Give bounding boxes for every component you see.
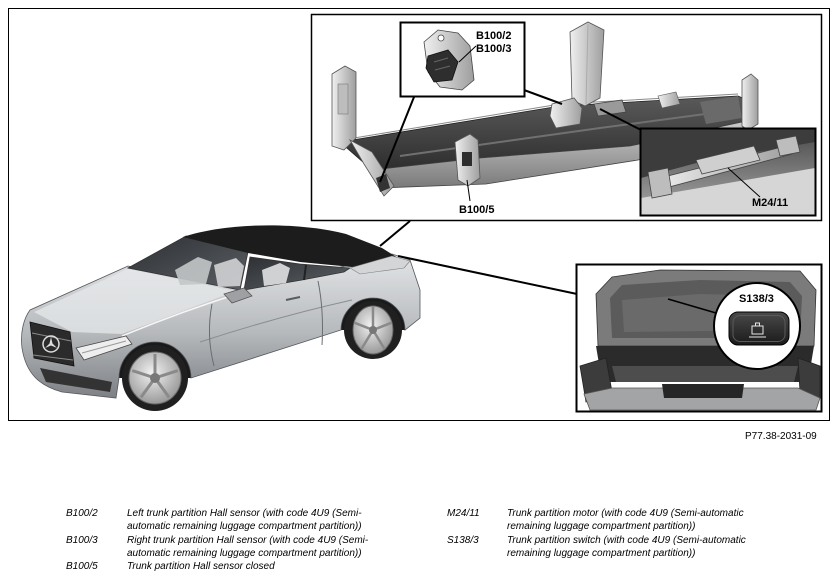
grille-bar: [31, 332, 72, 342]
zoom-lower-band: [641, 168, 815, 215]
legend-desc-line: Trunk partition switch (with code 4U9 (S…: [507, 535, 746, 546]
tray-end-piece: [700, 96, 742, 124]
left-post-slot: [337, 83, 349, 115]
leader-s138-3: [667, 298, 717, 314]
connector-box-to-motor: [599, 108, 642, 131]
legend-code-s138-3: S138/3: [447, 535, 479, 546]
zoom-right-bracket: [775, 135, 801, 157]
legend-code-b100-3: B100/3: [66, 535, 98, 546]
rear-bumper: [583, 387, 821, 411]
rear-hub: [369, 326, 377, 334]
leader-b100-2-3: [458, 45, 477, 63]
emblem-star: [45, 337, 57, 348]
soft-top-roof: [183, 225, 398, 267]
vehicle-illustration: [21, 225, 421, 411]
closed-hall-sensor: [462, 152, 472, 166]
connector-inset-to-vehicle: [379, 220, 411, 247]
callout-m24-11: M24/11: [752, 197, 788, 209]
symbol-handle: [755, 322, 760, 326]
trunk-inset: S138/3: [575, 263, 823, 413]
door-handle: [285, 296, 301, 301]
rear-wheel: [344, 301, 402, 359]
lower-air-intake: [40, 368, 112, 392]
b-pillar: [303, 264, 307, 281]
legend-desc-b100-2: Left trunk partition Hall sensor (with c…: [127, 507, 362, 533]
switch-bezel: [732, 315, 786, 342]
partition-assembly-inset: B100/5 B100/2 B100/3 M24/11: [310, 13, 823, 222]
front-wheel: [122, 345, 188, 411]
sensor-connector: [425, 49, 459, 83]
leader-m24-11: [727, 167, 761, 198]
front-hub: [150, 373, 160, 383]
partition-motor: [593, 99, 627, 117]
legend-desc-line: remaining luggage compartment partition)…: [507, 548, 696, 559]
sensor-detail-box: B100/2 B100/3: [399, 21, 526, 98]
right-hall-sensor-bracket: [549, 97, 583, 129]
callout-b100-5: B100/5: [459, 204, 494, 216]
mercedes-star-emblem: [42, 335, 60, 353]
callout-b100-3: B100/3: [476, 43, 511, 55]
legend-desc-line: remaining luggage compartment partition)…: [507, 521, 696, 532]
connector-box-to-right-sensor: [523, 89, 563, 105]
headlight: [75, 335, 133, 361]
connector-box-to-left-sensor: [379, 96, 415, 183]
legend-code-b100-2: B100/2: [66, 508, 98, 519]
legend-desc-line: automatic remaining luggage compartment …: [127, 521, 362, 532]
legend-desc-line: Left trunk partition Hall sensor (with c…: [127, 508, 362, 519]
legend-desc-line: automatic remaining luggage compartment …: [127, 548, 362, 559]
trunk-partition-symbol-icon: [749, 322, 766, 338]
motor-detail-border: [639, 127, 817, 217]
right-post: [741, 73, 759, 131]
rear-seat: [262, 263, 290, 286]
connector-pin: [434, 65, 451, 71]
side-mirror: [223, 287, 253, 304]
trunk-inset-border: [575, 263, 823, 413]
figure-illustration: B100/5 B100/2 B100/3 M24/11: [8, 8, 830, 421]
legend-desc-line: Trunk partition Hall sensor closed: [127, 561, 275, 572]
symbol-luggage: [751, 325, 764, 335]
hood-highlight: [34, 269, 236, 334]
legend-code-m24-11: M24/11: [447, 508, 480, 519]
leader-b100-5: [466, 179, 471, 202]
left-hall-sensor: [376, 174, 390, 192]
connector-pin: [433, 57, 449, 63]
rear-door-line: [317, 280, 323, 346]
legend-desc-m24-11: Trunk partition motor (with code 4U9 (Se…: [507, 507, 744, 533]
legend-desc-b100-3: Right trunk partition Hall sensor (with …: [127, 534, 368, 560]
zoom-motor-body: [695, 145, 761, 175]
legend-code-b100-5: B100/5: [66, 561, 98, 572]
trunk-partition-switch: [728, 311, 790, 346]
sensor-mount-hole: [437, 34, 445, 42]
figure-code: P77.38-2031-09: [745, 431, 817, 442]
bracket-edge: [585, 23, 589, 105]
legend-desc-line: Right trunk partition Hall sensor (with …: [127, 535, 369, 546]
front-seat-right: [175, 257, 212, 285]
motor-detail-box: M24/11: [639, 127, 817, 217]
legend-desc-s138-3: Trunk partition switch (with code 4U9 (S…: [507, 534, 746, 560]
license-plate-recess: [662, 384, 744, 398]
trunk-floor: [612, 366, 798, 382]
rear-deck: [349, 255, 411, 275]
grille-bar: [32, 354, 74, 361]
front-seat-left: [214, 258, 244, 287]
outer-frame: [8, 8, 830, 421]
front-door-line: [208, 303, 215, 367]
callout-b100-2: B100/2: [476, 30, 511, 42]
side-crease: [199, 299, 353, 343]
connector-vehicle-to-trunk-inset: [397, 255, 578, 295]
zoom-left-bracket: [647, 167, 673, 199]
legend-desc-line: Trunk partition motor (with code 4U9 (Se…: [507, 508, 744, 519]
headlight-drl: [81, 340, 127, 354]
hinge-bracket: [657, 91, 681, 109]
callout-s138-3: S138/3: [739, 293, 774, 305]
legend-desc-b100-5: Trunk partition Hall sensor closed: [127, 560, 275, 573]
